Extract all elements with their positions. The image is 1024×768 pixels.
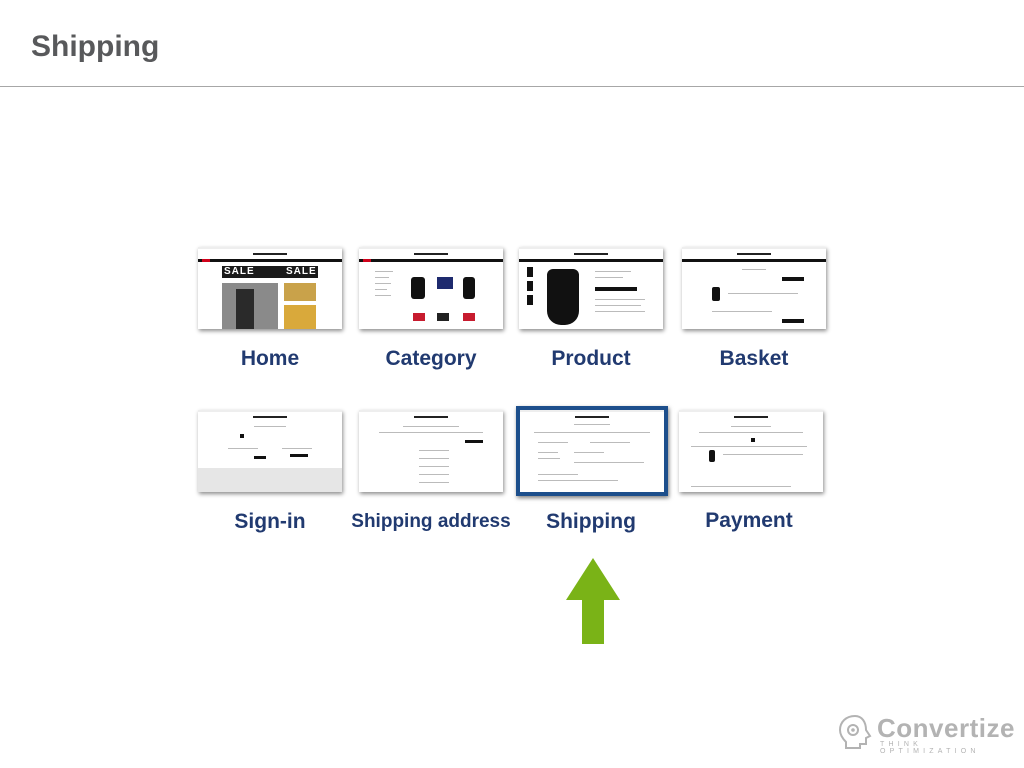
- step-label-shipping-address: Shipping address: [351, 511, 511, 532]
- thumbnail-shipping: [516, 406, 668, 496]
- step-label-category: Category: [385, 347, 477, 370]
- thumbnail-home: SALE SALE: [198, 247, 342, 329]
- step-label-basket: Basket: [719, 347, 789, 370]
- thumbnail-sign-in: [198, 410, 342, 492]
- brand-tagline: THINK OPTIMIZATION: [880, 741, 980, 755]
- sale-banner-right-text: SALE: [286, 266, 317, 277]
- thumbnail-payment: [679, 410, 823, 492]
- thumbnail-category: [359, 247, 503, 329]
- slide-title: Shipping: [31, 30, 160, 63]
- up-arrow-icon: [566, 558, 620, 644]
- brand-name: Convertize: [877, 713, 1015, 743]
- sale-banner-left-text: SALE: [224, 266, 255, 277]
- step-label-home: Home: [240, 347, 300, 370]
- step-label-payment: Payment: [705, 509, 793, 532]
- thumbnail-shipping-address: [359, 410, 503, 492]
- thumbnail-basket: [682, 247, 826, 329]
- step-label-sign-in: Sign-in: [234, 510, 306, 533]
- step-label-shipping: Shipping: [546, 510, 636, 533]
- brain-gear-icon: [838, 714, 872, 749]
- title-divider: [0, 86, 1024, 87]
- step-label-product: Product: [551, 347, 631, 370]
- thumbnail-product: [519, 247, 663, 329]
